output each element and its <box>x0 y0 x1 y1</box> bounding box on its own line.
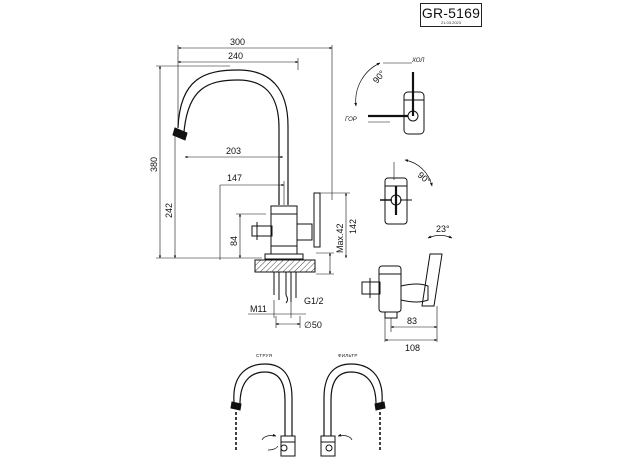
dim-max42: Max.42 <box>335 223 345 253</box>
dim-108: 108 <box>405 343 420 353</box>
right-angle-23: 23° <box>436 224 450 234</box>
model-date: 21.03.2023 <box>440 20 462 25</box>
dim-380: 380 <box>149 157 159 172</box>
dim-240: 240 <box>228 51 243 61</box>
mixer-handle <box>297 223 313 241</box>
cold-label: ХОЛ <box>411 58 425 64</box>
spout-inner <box>183 79 280 205</box>
filter-mode-view <box>320 363 386 457</box>
dim-g12: G1/2 <box>304 296 324 306</box>
jet-label: СТРУЯ <box>256 353 272 358</box>
top-view <box>354 62 425 135</box>
dim-m11: M11 <box>250 304 267 314</box>
countertop-section <box>254 259 316 273</box>
title-block: GR-5169 21.03.2023 <box>420 3 482 27</box>
front-view-dimensions <box>156 45 350 328</box>
spout-tip <box>172 127 188 141</box>
dim-300: 300 <box>230 37 245 47</box>
dim-203: 203 <box>226 146 241 156</box>
side-angle-90: 90° <box>416 170 433 187</box>
filter-label: ФИЛЬТР <box>338 353 358 358</box>
filter-lever <box>251 225 273 237</box>
dim-84: 84 <box>229 236 239 246</box>
spout-outer <box>177 69 289 205</box>
dim-dia50: ∅50 <box>304 320 322 330</box>
dim-242: 242 <box>164 203 174 218</box>
right-view-dimensions <box>384 325 438 342</box>
model-code: GR-5169 <box>421 5 481 21</box>
faucet-body <box>270 205 298 255</box>
top-angle-90: 90° <box>371 68 388 85</box>
front-view <box>172 69 321 304</box>
dim-147: 147 <box>227 173 242 183</box>
side-view <box>380 159 433 225</box>
dim-83: 83 <box>407 316 417 326</box>
hot-label: ГОР <box>345 117 357 123</box>
dim-142: 142 <box>348 219 358 234</box>
right-view <box>361 235 453 342</box>
jet-mode-view <box>230 363 296 457</box>
